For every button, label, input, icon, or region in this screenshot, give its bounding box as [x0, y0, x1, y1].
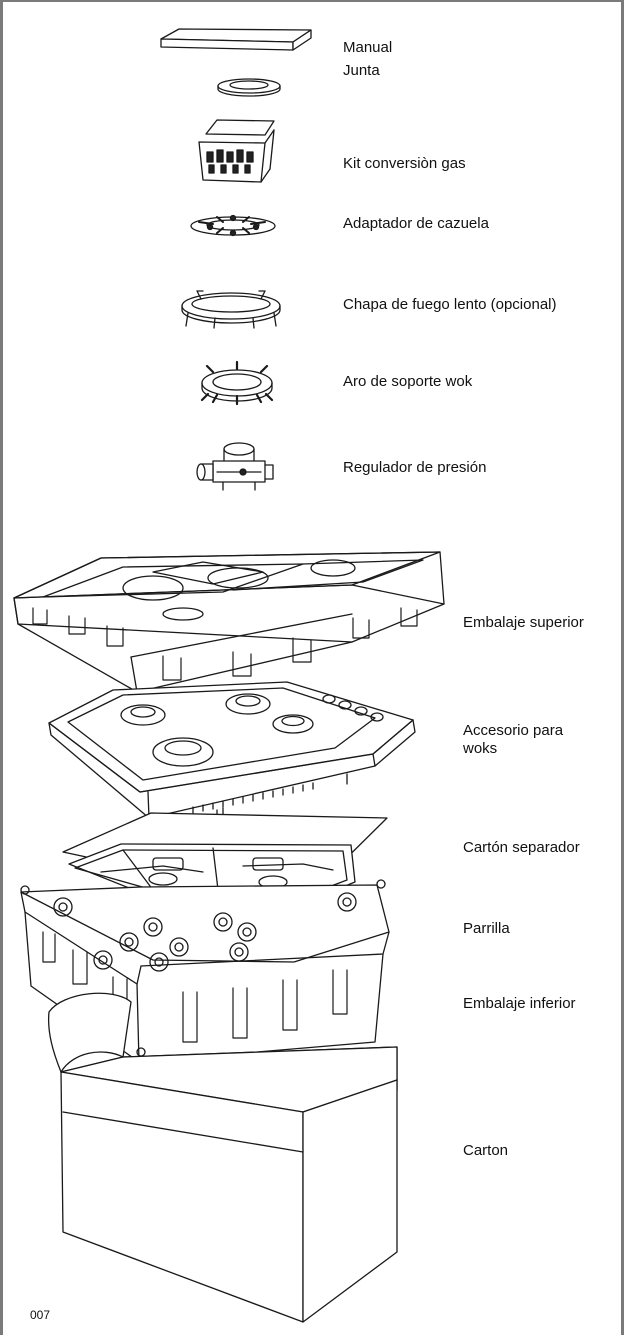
conversion-kit-illustration	[198, 119, 275, 183]
label-kit-conversion: Kit conversiòn gas	[343, 155, 466, 172]
label-embalaje-inferior: Embalaje inferior	[463, 995, 576, 1012]
label-junta: Junta	[343, 62, 380, 79]
lower-packaging-illustration	[20, 879, 390, 1063]
label-chapa-fuego-lento: Chapa de fuego lento (opcional)	[343, 296, 557, 313]
label-parrilla: Parrilla	[463, 920, 510, 937]
carton-box-illustration	[47, 992, 398, 1323]
gasket-illustration	[217, 78, 281, 97]
diagram-drawing	[13, 28, 445, 1323]
wok-ring-illustration	[200, 360, 274, 406]
manual-illustration	[160, 28, 312, 51]
label-carton-separador: Cartón separador	[463, 839, 580, 856]
label-embalaje-superior: Embalaje superior	[463, 614, 584, 631]
upper-packaging-illustration	[13, 551, 445, 693]
simmer-plate-illustration	[181, 290, 281, 329]
label-aro-wok: Aro de soporte wok	[343, 373, 473, 390]
figure-code: 007	[30, 1308, 51, 1322]
label-carton: Carton	[463, 1142, 509, 1159]
pot-adapter-illustration	[190, 214, 276, 237]
label-manual: Manual	[343, 39, 393, 56]
label-accesorio-woks: Accesorio para woks	[463, 722, 564, 757]
cooktop-illustration	[48, 681, 416, 823]
label-adaptador-cazuela: Adaptador de cazuela	[343, 215, 489, 232]
label-regulador: Regulador de presión	[343, 459, 487, 476]
pressure-regulator-illustration	[196, 442, 274, 491]
